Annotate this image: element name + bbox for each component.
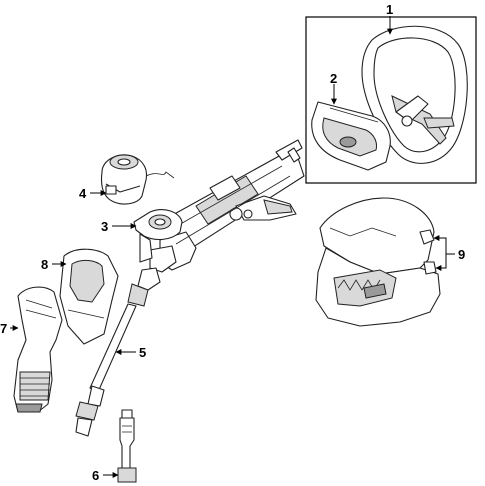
callout-6: 6 [92, 468, 99, 483]
callout-5: 5 [139, 345, 146, 360]
callout-7: 7 [0, 321, 7, 336]
callout-3: 3 [101, 219, 108, 234]
intermediate-shaft [75, 267, 161, 437]
airbag-module [311, 101, 391, 171]
leader-9b [435, 254, 447, 271]
steering-wheel [361, 25, 468, 164]
steering-column [149, 139, 305, 273]
callout-4: 4 [79, 186, 87, 201]
column-boot [13, 286, 63, 413]
lock-housing [133, 209, 183, 263]
callout-9: 9 [458, 247, 465, 262]
column-shroud [315, 197, 441, 327]
callout-2: 2 [330, 71, 337, 86]
leader-9a [433, 235, 455, 255]
lower-shaft [117, 409, 137, 483]
callout-8: 8 [41, 257, 48, 272]
ignition-switch [100, 154, 175, 205]
column-cover [59, 248, 119, 345]
callout-1: 1 [386, 2, 393, 17]
